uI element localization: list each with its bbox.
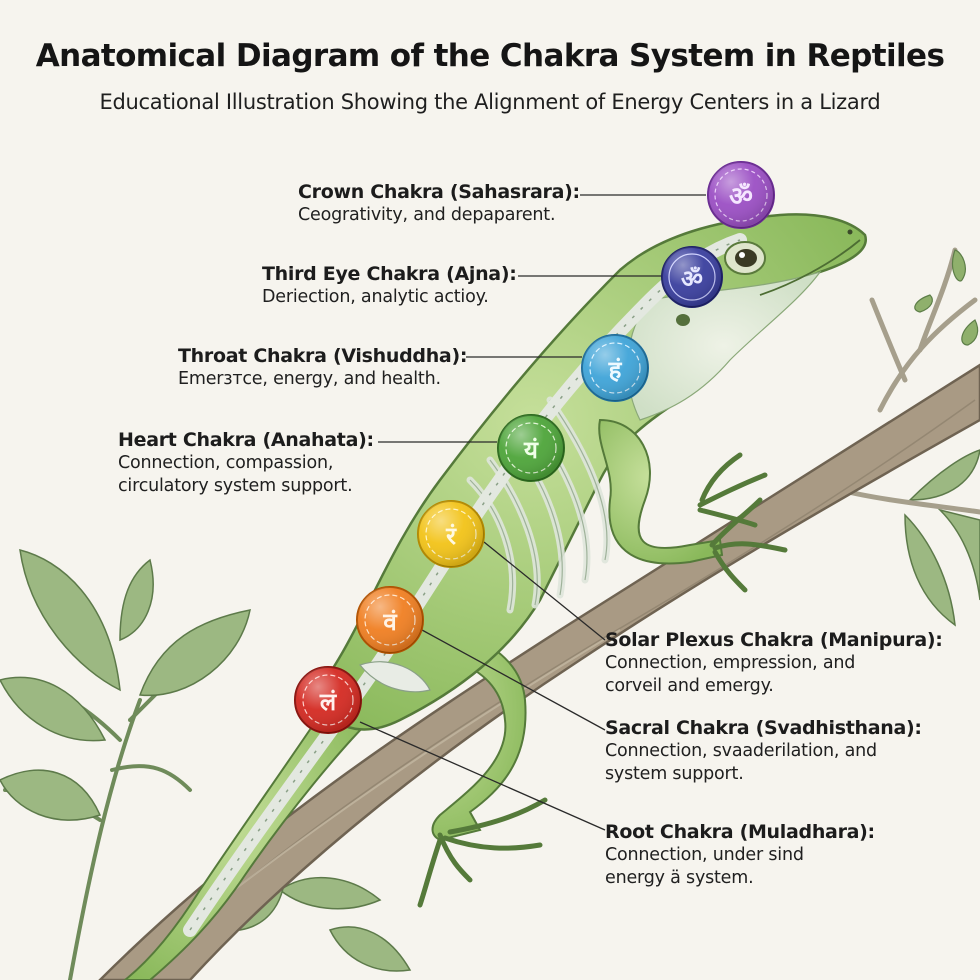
page-subtitle: Educational Illustration Showing the Ali… — [0, 90, 980, 114]
label-solar-plexus: Solar Plexus Chakra (Manipura): Connecti… — [605, 628, 943, 698]
label-throat-name: Throat Chakra (Vishuddha): — [178, 344, 467, 368]
label-third-eye-desc: Deriection, analytic actioy. — [262, 286, 517, 309]
label-sacral: Sacral Chakra (Svadhisthana): Connection… — [605, 716, 922, 786]
label-third-eye-name: Third Eye Chakra (Ajna): — [262, 262, 517, 286]
upper-right-leaves — [915, 250, 978, 345]
label-crown: Crown Chakra (Sahasrara): Ceogrativity, … — [298, 180, 580, 227]
right-leaves — [905, 450, 980, 625]
right-twig — [840, 490, 980, 512]
label-root: Root Chakra (Muladhara): Connection, und… — [605, 820, 875, 890]
label-sacral-name: Sacral Chakra (Svadhisthana): — [605, 716, 922, 740]
lizard-ear — [676, 314, 690, 326]
chakra-symbol-throat: हं — [608, 356, 623, 384]
chakra-symbol-crown: ॐ — [729, 182, 753, 212]
chakra-orb-crown: ॐ — [708, 162, 774, 228]
label-throat-desc: Emerзтce, energy, and health. — [178, 368, 467, 391]
label-root-desc-line1: Connection, under sind — [605, 844, 875, 867]
label-heart-desc-line1: Connection, compassion, — [118, 452, 374, 475]
label-root-desc-line2: energy ä system. — [605, 867, 875, 890]
chakra-symbol-sacral: वं — [382, 608, 398, 636]
page-title: Anatomical Diagram of the Chakra System … — [0, 38, 980, 74]
label-solar-plexus-desc-line2: corveil and emergy. — [605, 675, 943, 698]
chakra-orb-solar-plexus: रं — [418, 501, 484, 567]
label-heart: Heart Chakra (Anahata): Connection, comp… — [118, 428, 374, 498]
label-crown-name: Crown Chakra (Sahasrara): — [298, 180, 580, 204]
chakra-orb-throat: हं — [582, 335, 648, 401]
label-heart-desc-line2: circulatory system support. — [118, 475, 374, 498]
chakra-orb-sacral: वं — [357, 587, 423, 653]
chakra-orb-third-eye: ॐ — [662, 247, 722, 307]
label-third-eye: Third Eye Chakra (Ajna): Deriection, ana… — [262, 262, 517, 309]
chakra-symbol-root: लं — [319, 688, 338, 716]
chakra-symbol-third-eye: ॐ — [681, 265, 703, 293]
label-heart-name: Heart Chakra (Anahata): — [118, 428, 374, 452]
label-sacral-desc-line1: Connection, svaaderilation, and — [605, 740, 922, 763]
label-solar-plexus-desc-line1: Connection, empression, and — [605, 652, 943, 675]
label-throat: Throat Chakra (Vishuddha): Emerзтce, ene… — [178, 344, 467, 391]
chakra-orb-heart: यं — [498, 415, 564, 481]
chakra-symbol-heart: यं — [523, 436, 539, 464]
label-root-name: Root Chakra (Muladhara): — [605, 820, 875, 844]
chakra-orb-root: लं — [295, 667, 361, 733]
chakra-symbol-solar-plexus: रं — [445, 522, 457, 550]
label-solar-plexus-name: Solar Plexus Chakra (Manipura): — [605, 628, 943, 652]
label-crown-desc: Ceogrativity, and depaparent. — [298, 204, 580, 227]
label-sacral-desc-line2: system support. — [605, 763, 922, 786]
